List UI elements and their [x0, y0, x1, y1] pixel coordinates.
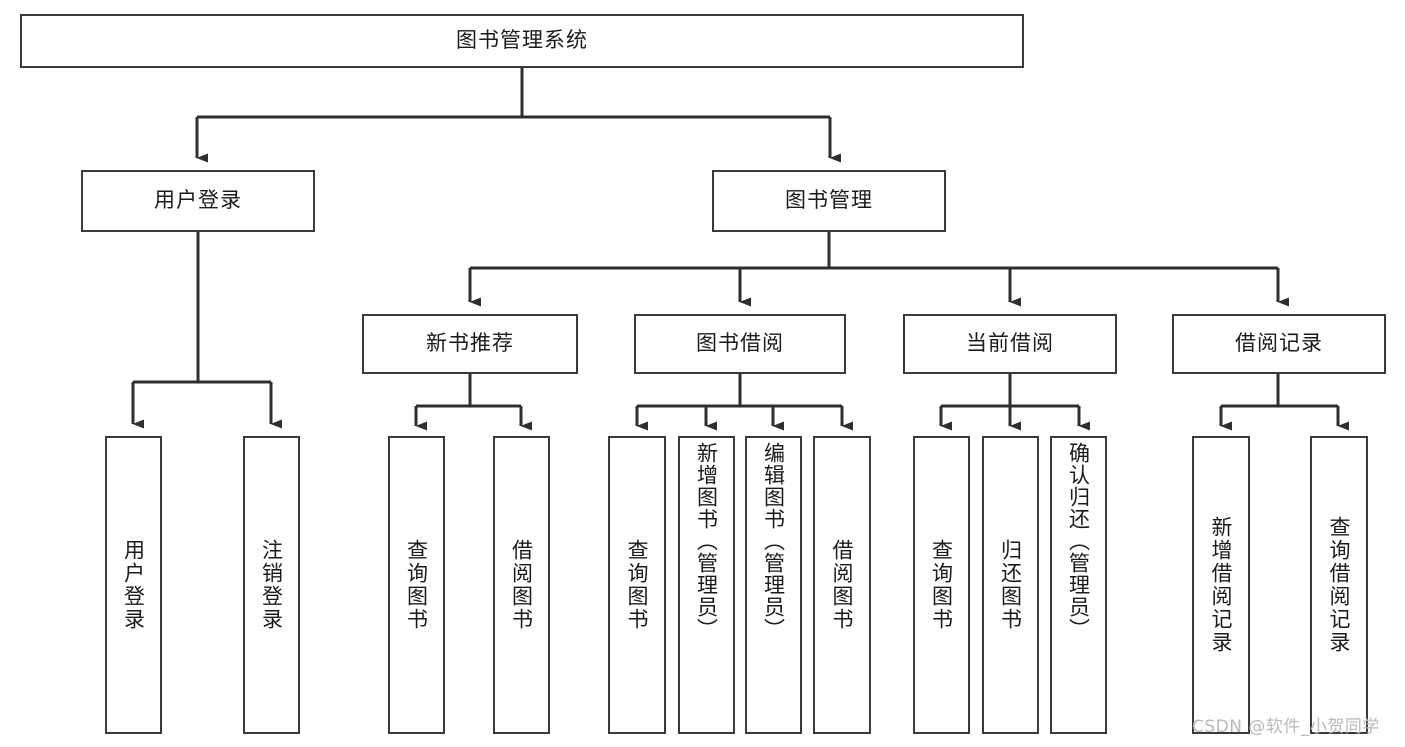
node-user-login[interactable]: 用户登录	[81, 170, 315, 232]
node-leaf-query-record[interactable]: 查询借阅记录	[1310, 436, 1368, 734]
node-root[interactable]: 图书管理系统	[20, 14, 1024, 68]
node-leaf-logout[interactable]: 注销登录	[243, 436, 300, 734]
node-book-borrow[interactable]: 图书借阅	[634, 314, 846, 374]
node-leaf-borrow-book-1-label: 借阅图书	[509, 539, 534, 631]
node-leaf-add-book[interactable]: 新增图书（管理员）	[678, 436, 735, 734]
node-leaf-edit-book-label: 编辑图书（管理员）	[761, 442, 786, 640]
connectors-book-management	[468, 232, 1289, 307]
node-book-management[interactable]: 图书管理	[712, 170, 946, 232]
node-borrow-record[interactable]: 借阅记录	[1172, 314, 1386, 374]
node-leaf-borrow-book-1[interactable]: 借阅图书	[493, 436, 550, 734]
node-leaf-confirm-return-label: 确认归还（管理员）	[1066, 442, 1091, 640]
node-current-borrow-label: 当前借阅	[966, 331, 1054, 356]
node-current-borrow[interactable]: 当前借阅	[903, 314, 1117, 374]
node-leaf-return-book-label: 归还图书	[998, 539, 1023, 631]
node-book-management-label: 图书管理	[785, 188, 873, 213]
node-leaf-query-book-3[interactable]: 查询图书	[913, 436, 970, 734]
node-leaf-add-record[interactable]: 新增借阅记录	[1192, 436, 1250, 734]
node-leaf-user-login[interactable]: 用户登录	[105, 436, 162, 734]
connectors-current-borrow	[939, 374, 1090, 431]
csdn-watermark: CSDN @软件_小贺同学	[1192, 717, 1380, 737]
node-leaf-return-book[interactable]: 归还图书	[982, 436, 1039, 734]
node-leaf-add-record-label: 新增借阅记录	[1209, 516, 1234, 654]
node-user-login-label: 用户登录	[154, 188, 242, 213]
node-leaf-user-login-label: 用户登录	[121, 539, 146, 631]
connectors-level1	[195, 68, 841, 163]
node-borrow-record-label: 借阅记录	[1235, 331, 1323, 356]
node-new-book-recommend[interactable]: 新书推荐	[362, 314, 578, 374]
node-leaf-query-record-label: 查询借阅记录	[1327, 516, 1352, 654]
node-leaf-query-book-1[interactable]: 查询图书	[388, 436, 445, 734]
node-new-book-recommend-label: 新书推荐	[426, 331, 514, 356]
node-book-borrow-label: 图书借阅	[696, 331, 784, 356]
node-leaf-query-book-3-label: 查询图书	[929, 539, 954, 631]
node-leaf-logout-label: 注销登录	[259, 539, 284, 631]
node-leaf-borrow-book-2-label: 借阅图书	[830, 539, 855, 631]
connectors-user-login	[131, 232, 282, 429]
node-leaf-query-book-1-label: 查询图书	[404, 539, 429, 631]
node-leaf-edit-book[interactable]: 编辑图书（管理员）	[745, 436, 802, 734]
node-leaf-query-book-2-label: 查询图书	[625, 539, 650, 631]
connectors-book-borrow	[635, 374, 853, 431]
connectors-borrow-record	[1219, 374, 1349, 431]
connectors-new-book-recommend	[414, 374, 532, 431]
node-root-label: 图书管理系统	[456, 28, 588, 53]
node-leaf-borrow-book-2[interactable]: 借阅图书	[813, 436, 871, 734]
node-leaf-add-book-label: 新增图书（管理员）	[694, 442, 719, 640]
node-leaf-confirm-return[interactable]: 确认归还（管理员）	[1050, 436, 1107, 734]
node-leaf-query-book-2[interactable]: 查询图书	[608, 436, 666, 734]
